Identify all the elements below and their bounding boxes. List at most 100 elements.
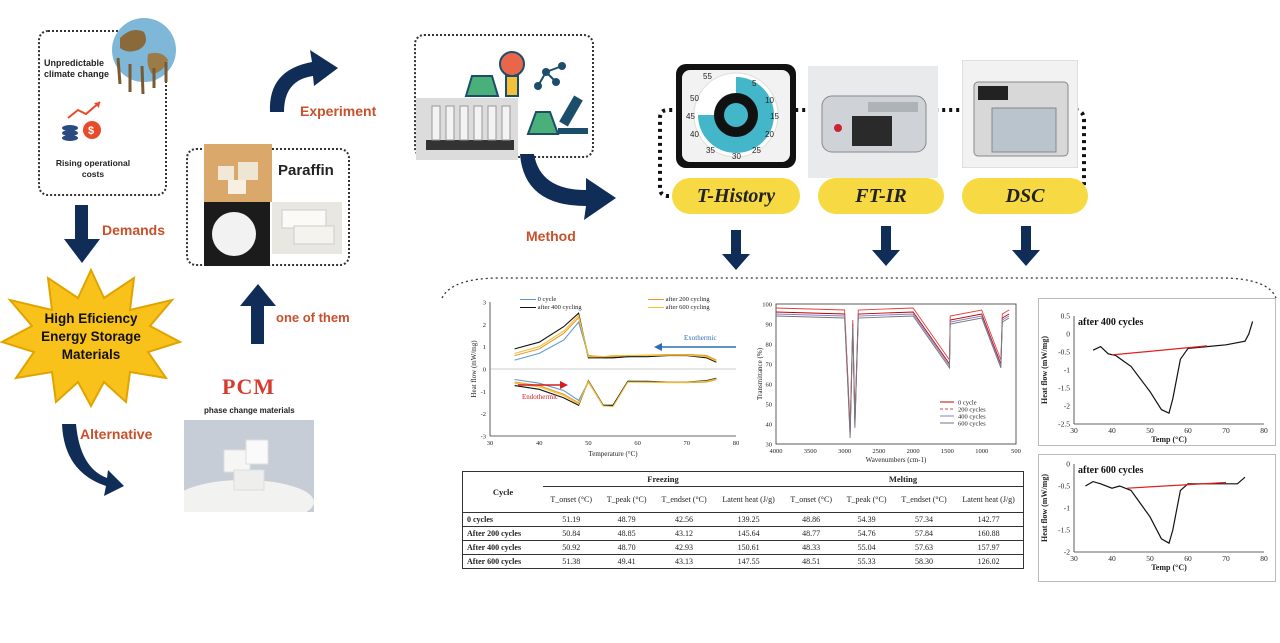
table-cell: 43.12 [675, 529, 694, 538]
method-ft-ir: FT-IR [818, 178, 944, 214]
y-tick-label: -2 [1064, 548, 1070, 557]
row-label: After 600 cycles [467, 557, 522, 566]
endothermic-arrow-icon [518, 381, 568, 389]
starburst-icon [0, 268, 182, 408]
legend-200-cycling: after 200 cycling [665, 296, 710, 303]
arrow-down-dsc-icon [1012, 226, 1040, 266]
pcm-subtitle: phase change materials [204, 406, 295, 415]
x-tick-label: 40 [1108, 426, 1116, 435]
y-tick-label: 2 [483, 322, 486, 329]
x-tick-label: 1000 [975, 448, 988, 455]
y-tick-label: -1.5 [1058, 526, 1070, 535]
table-cell: 42.56 [675, 515, 694, 524]
y-tick-label: 90 [766, 322, 773, 329]
legend-label: 600 cycles [958, 421, 986, 428]
row-label: After 400 cycles [467, 543, 522, 552]
table-cell: 50.92 [562, 543, 581, 552]
x-tick-label: 80 [1260, 554, 1268, 563]
col-melt-latent: Latent heat (J/g) [962, 495, 1015, 504]
table-cell: 139.25 [737, 515, 760, 524]
curved-arrow-up-icon [269, 50, 338, 112]
y-tick-label: 0 [483, 367, 486, 374]
row-label: 0 cycles [467, 515, 493, 524]
climate-label: Unpredictable climate change [44, 58, 110, 79]
y-tick-label: 0 [1066, 330, 1070, 339]
alternative-label: Alternative [80, 426, 153, 442]
x-tick-label: 80 [1260, 426, 1268, 435]
table-cell: 147.55 [737, 557, 760, 566]
x-tick-label: 40 [1108, 554, 1116, 563]
y-tick-label: -1 [1064, 504, 1070, 513]
x-tick-label: 80 [733, 440, 740, 447]
series-line-endo-3 [514, 378, 717, 408]
legend-400-cycling: after 400 cycling [537, 304, 582, 311]
x-tick-label: 30 [487, 440, 494, 447]
series-line-1 [514, 316, 717, 361]
table-cell: 57.63 [915, 543, 934, 552]
series-line-3 [514, 314, 717, 362]
legend-label: 200 cycles [958, 407, 986, 414]
col-freeze-endset: T_endset (°C) [661, 495, 707, 504]
x-tick-label: 3000 [838, 448, 851, 455]
y-tick-label: -2.5 [1058, 420, 1070, 429]
x-tick-label: 30 [1070, 426, 1078, 435]
timer-icon [676, 64, 796, 168]
timer-tick-50: 50 [690, 94, 699, 103]
rising-costs-icon: $ [62, 101, 101, 141]
arrow-down-t-history-icon [722, 230, 750, 270]
x-tick-label: 50 [585, 440, 592, 447]
row-label: After 200 cycles [467, 529, 522, 538]
table-cell: 48.79 [617, 515, 636, 524]
y-axis-label: Heat flow (mW/mg) [1040, 336, 1049, 404]
y-tick-label: 3 [483, 300, 486, 307]
table-cell: 48.86 [802, 515, 821, 524]
timer-tick-40: 40 [690, 130, 699, 139]
y-tick-label: 1 [483, 344, 486, 351]
col-melt-endset: T_endset (°C) [901, 495, 947, 504]
exothermic-label: Exothermic [684, 334, 717, 342]
ftir-instrument-image [808, 66, 938, 178]
y-tick-label: 0.5 [1061, 312, 1071, 321]
timer-tick-15: 15 [770, 112, 779, 121]
timer-tick-30: 30 [732, 152, 741, 161]
y-tick-label: -3 [481, 434, 486, 441]
col-freeze-latent: Latent heat (J/g) [722, 495, 775, 504]
x-tick-label: 50 [1146, 554, 1154, 563]
costs-label: Rising operational costs [55, 158, 131, 179]
col-freezing: Freezing [543, 472, 783, 487]
table-cell: 48.77 [802, 529, 821, 538]
x-tick-label: 4000 [770, 448, 783, 455]
x-axis-label: Wavenumbers (cm-1) [866, 456, 927, 464]
x-tick-label: 60 [634, 440, 641, 447]
svg-text:$: $ [88, 125, 94, 137]
col-melt-onset: T_onset (°C) [790, 495, 832, 504]
curved-arrow-method-icon [520, 154, 616, 220]
table-cell: 48.70 [617, 543, 636, 552]
x-tick-label: 50 [1146, 426, 1154, 435]
y-tick-label: 50 [766, 402, 773, 409]
results-table: Cycle Freezing Melting T_onset (°C) T_pe… [462, 471, 1024, 569]
pcm-powder-image [184, 420, 314, 512]
lab-equipment-icon [416, 51, 588, 160]
x-tick-label: 40 [536, 440, 543, 447]
x-axis-label: Temperature (°C) [588, 450, 638, 458]
problem-box [38, 30, 167, 196]
y-axis-label: Heat flow (mW/mg) [1040, 474, 1049, 542]
paraffin-photo [204, 144, 342, 266]
y-tick-label: 0 [1066, 460, 1070, 469]
y-tick-label: -0.5 [1058, 348, 1070, 357]
table-cell: 160.88 [977, 529, 1000, 538]
col-freeze-onset: T_onset (°C) [550, 495, 593, 504]
y-tick-label: -1.5 [1058, 384, 1070, 393]
star-label: High Eficiency Energy Storage Materials [41, 311, 141, 362]
timer-tick-45: 45 [686, 112, 695, 121]
dsc-instrument-image [962, 60, 1078, 168]
y-tick-label: -1 [481, 389, 486, 396]
legend-600-cycling: after 600 cycling [665, 304, 710, 311]
dsc-600-frame [1038, 454, 1276, 582]
method-label: Method [526, 228, 576, 244]
table-cell: 51.38 [562, 557, 581, 566]
